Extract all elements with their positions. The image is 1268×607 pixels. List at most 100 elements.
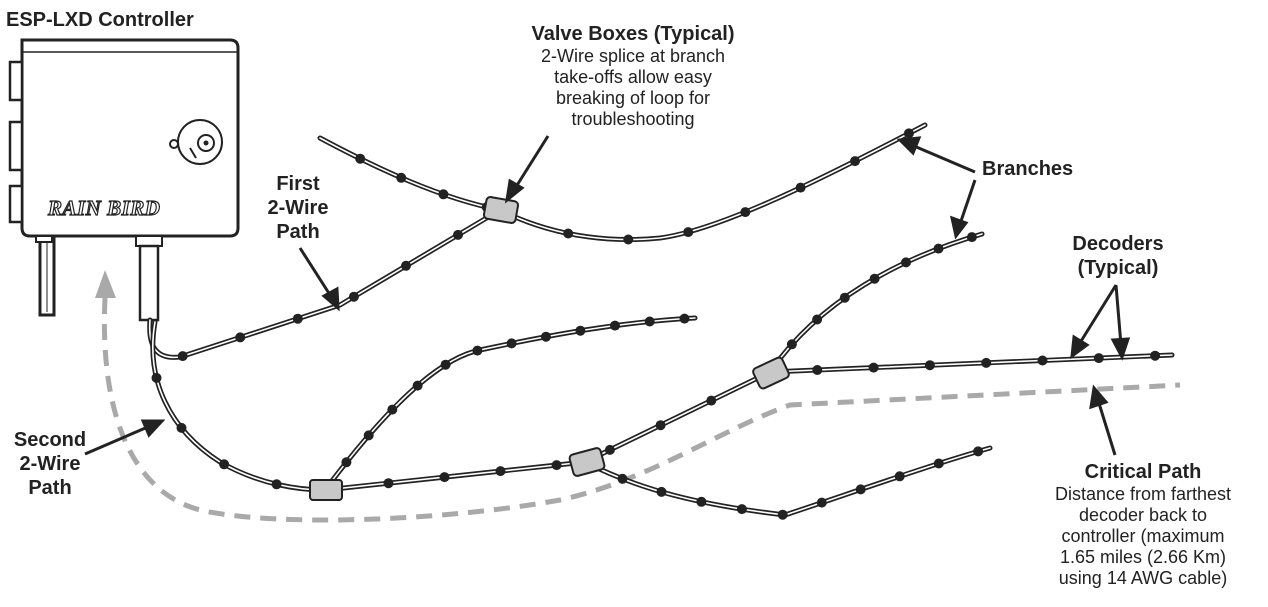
valve-boxes [309, 196, 790, 501]
wire-right-branch-inner [769, 233, 983, 373]
decoder-dot [495, 466, 506, 477]
decoder-dot [850, 156, 860, 167]
valve-boxes-desc-3: breaking of loop for [555, 88, 711, 108]
decoder-dot [440, 359, 451, 370]
decoder-dot [292, 313, 303, 324]
first-path-line-3: Path [276, 221, 320, 243]
decoder-dot [610, 320, 620, 331]
wire-lower-branch [582, 445, 993, 518]
decoder-dot [177, 351, 188, 362]
valve-boxes-label: Valve Boxes (Typical) 2-Wire splice at b… [503, 22, 763, 130]
decoder-dot [869, 273, 880, 284]
decoder-dot [1037, 355, 1048, 366]
critical-path-line [101, 297, 1181, 523]
valve-boxes-title: Valve Boxes (Typical) [531, 23, 735, 45]
decoder-dot [706, 395, 717, 406]
decoder-dot [973, 446, 984, 457]
decoder-dot [355, 153, 366, 164]
second-path-line-1: Second [13, 429, 87, 451]
decoder-dot [506, 338, 517, 349]
decoder-dot [271, 479, 282, 490]
decoders-line-1: Decoders [1072, 233, 1164, 255]
decoder-dot [816, 497, 827, 508]
valve-box-top [482, 196, 520, 224]
decoder-dot [839, 292, 850, 303]
decoder-dot [383, 478, 394, 489]
valve-boxes-desc-2: take-offs allow easy [554, 67, 712, 87]
decoder-dot [604, 444, 615, 455]
valve-boxes-desc-4: troubleshooting [571, 109, 695, 129]
second-path-label: Second 2-Wire Path [0, 428, 100, 500]
decoder-dot [363, 430, 374, 441]
critical-path-label: Critical Path Distance from farthest dec… [1018, 460, 1268, 589]
valve-box-bottom-mid [568, 447, 606, 477]
first-path-line-2: 2-Wire [267, 197, 329, 219]
decoder-dot [981, 357, 992, 368]
wire-paths [147, 122, 1175, 520]
decoder-dot [438, 189, 449, 200]
decoder-dot [736, 504, 747, 515]
decoder-dot [933, 243, 944, 254]
decoder-dot [901, 257, 911, 268]
first-path-line-1: First [276, 173, 320, 195]
decoder-dot [617, 473, 628, 484]
decoder-dot [176, 422, 187, 433]
critical-path-desc-4: 1.65 miles (2.66 Km) [1059, 547, 1227, 567]
decoder-dot [563, 228, 574, 239]
wire-lower-branch-inner [584, 447, 991, 516]
decoder-dot [812, 365, 823, 375]
valve-boxes-desc-1: 2-Wire splice at branch [540, 46, 726, 66]
decoder-dot [795, 182, 806, 193]
critical-path-desc-3: controller (maximum [1061, 526, 1225, 546]
decoder-dot [348, 291, 359, 302]
valve-box-right [752, 356, 790, 390]
decoder-dot [683, 227, 694, 238]
critical-path-arrowhead [95, 270, 116, 298]
decoder-dot [235, 332, 246, 343]
decoder-dot [412, 380, 423, 391]
rain-bird-logo: RAIN BIRD [47, 195, 161, 220]
decoder-dot [903, 128, 914, 139]
decoder-dot [894, 471, 905, 482]
second-path-line-3: Path [28, 477, 72, 499]
decoder-dot [439, 472, 450, 483]
second-path-line-2: 2-Wire [19, 453, 81, 475]
decoder-dot [341, 457, 352, 468]
wire-right-branch [767, 231, 985, 375]
lock-icon [169, 119, 223, 165]
decoder-dot [696, 496, 707, 507]
decoder-dot [644, 316, 655, 327]
decoder-dot [933, 458, 944, 469]
decoder-dot [387, 404, 398, 415]
pointer-arrows [84, 135, 1131, 456]
decoder-dot [219, 459, 230, 470]
decoder-dot [623, 234, 634, 245]
decoder-dot [656, 486, 667, 497]
decoders-line-2: (Typical) [1077, 257, 1159, 279]
decoder-dot [1093, 353, 1104, 364]
wire-first-upper-branch-inner [319, 137, 501, 211]
decoder-dot [453, 229, 463, 240]
critical-path-desc-1: Distance from farthest [1054, 484, 1232, 504]
decoder-dot [401, 260, 411, 271]
decoder-dot [396, 172, 407, 183]
decoder-dot [541, 331, 551, 342]
valve-box-bottom-left [309, 479, 343, 501]
decoder-dot [786, 339, 797, 350]
decoder-dot [740, 207, 751, 218]
decoder-dot [868, 362, 879, 373]
decoder-dot [777, 509, 788, 520]
decoder-dot [1150, 350, 1161, 361]
first-path-label: First 2-Wire Path [248, 172, 348, 244]
decoders-label: Decoders (Typical) [1058, 232, 1178, 280]
decoder-dot [551, 460, 562, 471]
branches-label: Branches [982, 158, 1074, 180]
decoder-dot [966, 232, 977, 243]
decoder-dot [679, 313, 690, 324]
esp-lxd-controller [8, 38, 240, 322]
decoder-dot [151, 372, 162, 383]
decoder-dot [855, 484, 866, 495]
decoder-dot [472, 345, 483, 356]
decoder-dot [812, 314, 823, 325]
